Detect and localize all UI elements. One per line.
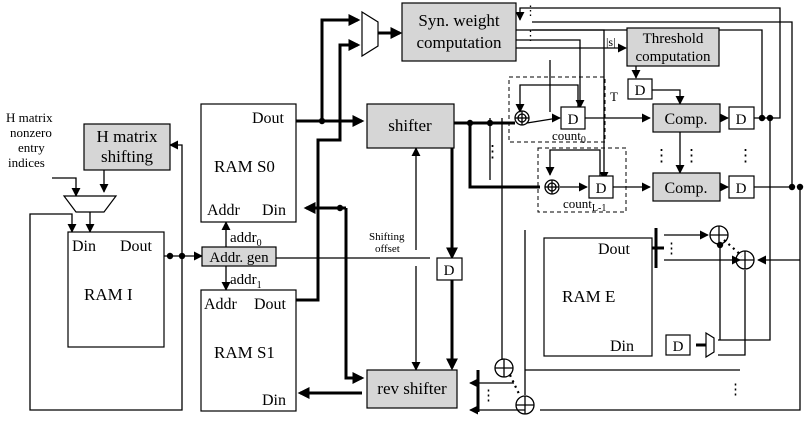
d-register-ram-e: D — [665, 334, 691, 356]
svg-text:Dout: Dout — [120, 238, 153, 255]
threshold-computation-block: Threshold computation — [626, 27, 720, 67]
svg-text:RAM I: RAM I — [84, 285, 133, 304]
svg-text:Dout: Dout — [598, 241, 631, 258]
svg-text:Din: Din — [72, 238, 96, 255]
ram-s0-block: Dout RAM S0 Addr Din — [200, 103, 297, 223]
svg-text:⋮: ⋮ — [524, 28, 537, 43]
adder-right-dots — [723, 239, 743, 257]
svg-text:RAM E: RAM E — [562, 287, 615, 306]
svg-text:Addr: Addr — [204, 296, 238, 313]
svg-text:computation: computation — [417, 33, 502, 52]
d-register-comp0: D — [728, 106, 755, 130]
svg-text:offset: offset — [375, 243, 400, 255]
svg-text:Syn. weight: Syn. weight — [418, 11, 500, 30]
h-matrix-input-label: H matrix nonzero entry indices — [6, 110, 53, 170]
syn-weight-mux — [361, 10, 379, 58]
svg-text:Shifting: Shifting — [369, 231, 405, 243]
svg-text:Addr. gen: Addr. gen — [209, 250, 269, 266]
svg-text:D: D — [736, 112, 747, 128]
wires — [29, 7, 801, 415]
syn-weight-computation-block: Syn. weight computation ⋮ ⋮ — [401, 2, 537, 62]
svg-text:Din: Din — [262, 202, 286, 219]
svg-text:entry: entry — [18, 140, 45, 155]
svg-text:shifting: shifting — [101, 147, 153, 166]
addr-gen-block: Addr. gen — [201, 246, 277, 267]
svg-text:D: D — [635, 83, 646, 99]
svg-text:H matrix: H matrix — [97, 127, 158, 146]
t-label: T — [610, 89, 618, 104]
svg-text:computation: computation — [636, 49, 711, 65]
right-ellipsis: ⋮ — [728, 382, 743, 398]
comp-ellipsis-mid: ⋮ — [683, 146, 700, 165]
rev-shifter-block: rev shifter — [366, 369, 458, 409]
addr1-label: addr1 — [230, 272, 262, 291]
comp-ellipsis-right: ⋮ — [737, 146, 754, 165]
svg-text:Din: Din — [610, 338, 634, 355]
svg-text:Addr: Addr — [207, 202, 241, 219]
svg-text:D: D — [596, 181, 607, 197]
rev-shifter-input-ellipsis: ⋮ — [481, 388, 496, 404]
svg-text:Dout: Dout — [252, 110, 285, 127]
svg-text:addr1: addr1 — [230, 272, 262, 291]
addr0-label: addr0 — [230, 230, 262, 249]
svg-text:D: D — [444, 263, 455, 279]
svg-text:addr0: addr0 — [230, 230, 262, 249]
adder-right-top — [709, 225, 729, 245]
adder-left-bottom — [515, 395, 535, 415]
comp-block-l: Comp. — [652, 172, 721, 202]
svg-text:RAM S1: RAM S1 — [214, 343, 275, 362]
comp-ellipsis-left: ⋮ — [653, 146, 670, 165]
h-matrix-shifting-block: H matrix shifting — [83, 123, 171, 171]
ram-s1-block: Addr Dout RAM S1 Din — [200, 289, 297, 412]
svg-text:countL-1: countL-1 — [563, 196, 606, 214]
svg-text:H matrix: H matrix — [6, 110, 53, 125]
svg-text:RAM S0: RAM S0 — [214, 157, 275, 176]
svg-text:rev shifter: rev shifter — [377, 379, 447, 398]
shifting-offset-label: Shifting offset — [369, 231, 405, 255]
input-mux — [62, 195, 118, 213]
comp-block-0: Comp. — [652, 103, 721, 133]
shifter-block: shifter — [366, 103, 455, 149]
ram-e-block: Dout RAM E Din — [543, 237, 653, 357]
ram-i-block: Din Dout RAM I — [67, 231, 165, 348]
svg-text:D: D — [568, 112, 579, 128]
svg-text:D: D — [673, 339, 684, 355]
adder-left-dots — [509, 374, 521, 397]
svg-text:indices: indices — [8, 155, 45, 170]
svg-text:count0: count0 — [552, 128, 586, 146]
svg-text:Comp.: Comp. — [664, 180, 707, 197]
ram-e-output-ellipsis: ⋮ — [664, 241, 679, 257]
svg-text:shifter: shifter — [388, 116, 432, 135]
svg-text:Comp.: Comp. — [664, 111, 707, 128]
count0-unit: D count0 — [508, 76, 606, 146]
svg-text:Threshold: Threshold — [643, 31, 704, 47]
d-register-shift: D — [436, 257, 463, 281]
shifter-output-ellipsis: ⋮ — [484, 142, 501, 161]
svg-text:D: D — [736, 181, 747, 197]
d-register-threshold: D — [627, 78, 653, 100]
svg-text:Din: Din — [262, 392, 286, 409]
adder-left-top — [494, 358, 514, 378]
svg-text:nonzero: nonzero — [10, 125, 52, 140]
svg-text:Dout: Dout — [254, 296, 287, 313]
d-register-compl: D — [728, 175, 755, 199]
countL-unit: D countL-1 — [537, 147, 627, 214]
ram-e-din-mux — [705, 331, 715, 359]
adder-right-bottom — [735, 250, 755, 270]
svg-text:⋮: ⋮ — [524, 3, 537, 18]
abs-s-label: |s| — [606, 35, 615, 49]
